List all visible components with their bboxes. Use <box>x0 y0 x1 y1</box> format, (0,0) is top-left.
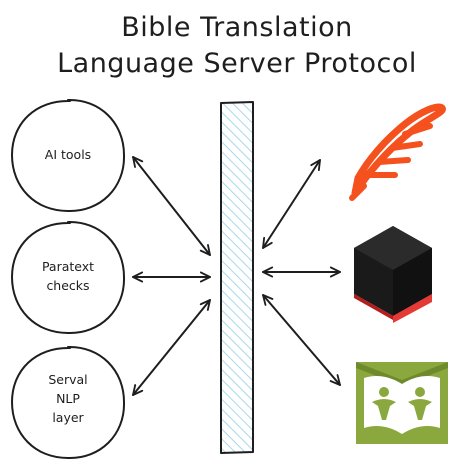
diagram-title-line1: Bible Translation <box>121 12 352 43</box>
arrow-serval <box>132 299 211 396</box>
cube-icon <box>354 226 432 323</box>
node-paratext-line1: Paratext <box>42 259 94 274</box>
feather-icon <box>349 103 446 201</box>
arrow-feather <box>262 159 321 249</box>
node-ai-tools: AI tools <box>11 98 126 213</box>
protocol-bar <box>220 101 254 454</box>
node-paratext-checks: Paratext checks <box>11 220 126 335</box>
node-ai-tools-label: AI tools <box>45 147 91 162</box>
node-serval-nlp-layer: Serval NLP layer <box>11 345 126 460</box>
node-paratext-line2: checks <box>46 278 89 293</box>
open-book-people-icon <box>356 362 448 444</box>
arrow-ai-tools <box>132 156 211 256</box>
node-serval-line1: Serval <box>48 372 87 387</box>
node-serval-line2: NLP <box>56 391 80 406</box>
node-serval-line3: layer <box>52 410 84 425</box>
arrow-book <box>262 294 341 386</box>
diagram-title-line2: Language Server Protocol <box>57 48 417 79</box>
